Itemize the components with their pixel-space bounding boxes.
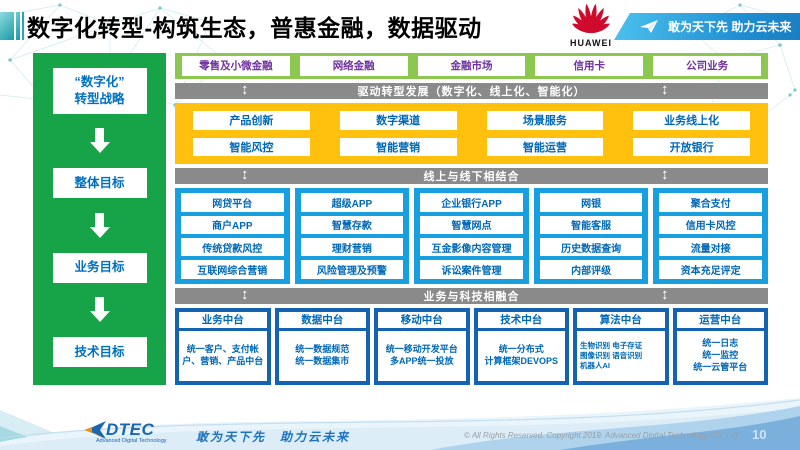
updown-arrow-icon: ↕ [241,80,250,98]
updown-arrow-icon: ↕ [661,80,670,98]
updown-arrow-icon: ↕ [661,166,670,184]
matrix-cell: 诉讼案件管理 [420,260,523,279]
platform-column: 移动中台 统一移动开发平台 多APP统一投放 [374,307,470,385]
matrix-cell: 网银 [539,193,643,212]
business-line-cell: 零售及小微金融 [182,56,290,76]
online-offline-bar: ↕ 线上与线下相结合 ↕ [175,166,768,185]
adtec-wordmark: DTEC [106,420,155,439]
transform-cell: 智能风控 [193,137,310,157]
matrix-cell: 聚合支付 [659,193,762,212]
title-accent-bars [0,12,24,40]
drive-transform-label: 驱动转型发展（数字化、线上化、智能化） [357,85,586,98]
matrix-cell: 资本充足评定 [659,260,762,279]
matrix-column: 聚合支付 信用卡风控 流量对接 资本充足评定 [653,188,768,284]
matrix-column: 网银 智能客服 历史数据查询 内部评级 [533,188,649,284]
online-offline-label: 线上与线下相结合 [423,171,520,184]
business-line-cell: 公司业务 [653,56,761,76]
matrix-cell: 智慧网点 [420,215,523,235]
business-line-cell: 金融市场 [417,56,526,76]
matrix-cell: 网贷平台 [181,193,284,212]
platform-title: 业务中台 [179,311,267,328]
adtec-logo-subtext: Advanced Digital Technology [96,438,167,444]
matrix-cell: 流量对接 [659,238,762,257]
adtec-logo-icon [84,421,106,439]
platform-title: 运营中台 [676,311,764,328]
huawei-wordmark: HUAWEI [570,38,612,48]
business-lines-row: 零售及小微金融 网络金融 金融市场 信用卡 公司业务 [175,53,768,79]
banner-slogan-text: 敢为天下先 助力云未来 [668,20,792,34]
adtec-logo: DTEC Advanced Digital Technology [84,420,189,444]
updown-arrow-icon: ↕ [241,285,250,303]
huawei-flower-icon [572,3,610,34]
capability-matrix: 网贷平台 商户APP 传统贷款风控 互联网综合营销 超级APP 智慧存款 理财营… [175,188,768,284]
matrix-cell: 商户APP [181,215,284,235]
strategy-box-tech-goal: 技术目标 [52,336,147,367]
matrix-cell: 理财营销 [300,238,404,257]
updown-arrow-icon: ↕ [241,166,250,184]
platform-title: 算法中台 [577,311,665,328]
platform-detail: 生物识别 电子存证 图像识别 语音识别 机器人AI [577,330,665,381]
business-line-cell: 信用卡 [535,56,644,76]
updown-arrow-icon: ↕ [661,285,670,303]
transform-cell: 开放银行 [633,137,750,157]
drive-transform-bar: ↕ 驱动转型发展（数字化、线上化、智能化） ↕ [175,80,768,99]
platform-column: 运营中台 统一日志 统一监控 统一云管平台 [672,307,768,385]
transform-cell: 业务线上化 [633,110,750,130]
matrix-cell: 互金影像内容管理 [420,238,523,257]
paper-plane-icon [640,19,658,33]
matrix-column: 网贷平台 商户APP 传统贷款风控 互联网综合营销 [175,188,290,284]
matrix-cell: 信用卡风控 [659,215,762,235]
platform-column: 算法中台 生物识别 电子存证 图像识别 语音识别 机器人AI [573,307,669,385]
matrix-column: 企业银行APP 智慧网点 互金影像内容管理 诉讼案件管理 [414,188,529,284]
platform-detail: 统一移动开发平台 多APP统一投放 [378,330,466,381]
biz-tech-label: 业务与科技相融合 [423,290,520,303]
matrix-cell: 超级APP [300,193,404,212]
matrix-cell: 内部评级 [539,260,643,279]
matrix-cell: 智慧存款 [300,215,404,235]
matrix-column: 超级APP 智慧存款 理财营销 风险管理及预警 [294,188,410,284]
slide-title: 数字化转型-构筑生态，普惠金融，数据驱动 [27,15,482,41]
platform-column: 技术中台 统一分布式 计算框架DEVOPS [473,307,569,385]
copyright-text: © All Rights Reserved. Copyright 2019. A… [464,431,738,440]
strategy-box-digital: “数字化” 转型战略 [52,68,147,114]
huawei-logo: HUAWEI [566,3,616,48]
matrix-cell: 历史数据查询 [539,238,643,257]
strategy-box-overall-goal: 整体目标 [52,168,147,199]
middle-platform-row: 业务中台 统一客户、支付帐户、营销、产品中台 数据中台 统一数据规范 统一数据集… [175,307,768,385]
matrix-cell: 智能客服 [539,215,643,235]
transform-cell: 数字渠道 [339,110,457,130]
platform-column: 数据中台 统一数据规范 统一数据集市 [274,307,370,385]
transform-capability-grid: 产品创新 数字渠道 场景服务 业务线上化 智能风控 智能营销 智能运营 开放银行 [175,102,768,165]
header-slogan-banner: 敢为天下先 助力云未来 [614,13,800,40]
platform-detail: 统一数据规范 统一数据集市 [278,330,366,381]
platform-title: 技术中台 [477,311,565,328]
platform-detail: 统一日志 统一监控 统一云管平台 [676,330,764,381]
page-number: 10 [752,427,767,442]
matrix-cell: 互联网综合营销 [181,260,284,279]
matrix-cell: 风险管理及预警 [300,260,404,279]
footer-slogan: 敢为天下先 助力云未来 [196,430,351,444]
strategy-panel: “数字化” 转型战略 整体目标 业务目标 技术目标 [33,53,166,385]
platform-detail: 统一客户、支付帐户、营销、产品中台 [179,330,267,381]
transform-cell: 产品创新 [193,110,310,130]
architecture-stack: 零售及小微金融 网络金融 金融市场 信用卡 公司业务 ↕ 驱动转型发展（数字化、… [175,53,768,385]
platform-title: 数据中台 [278,311,366,328]
business-line-cell: 网络金融 [299,56,408,76]
transform-cell: 智能营销 [339,137,457,157]
transform-cell: 场景服务 [486,110,604,130]
biz-tech-bar: ↕ 业务与科技相融合 ↕ [175,285,768,304]
matrix-cell: 传统贷款风控 [181,238,284,257]
strategy-box-business-goal: 业务目标 [52,252,147,283]
platform-detail: 统一分布式 计算框架DEVOPS [477,330,565,381]
platform-title: 移动中台 [378,311,466,328]
platform-column: 业务中台 统一客户、支付帐户、营销、产品中台 [175,307,271,385]
matrix-cell: 企业银行APP [420,193,523,212]
transform-cell: 智能运营 [486,137,604,157]
